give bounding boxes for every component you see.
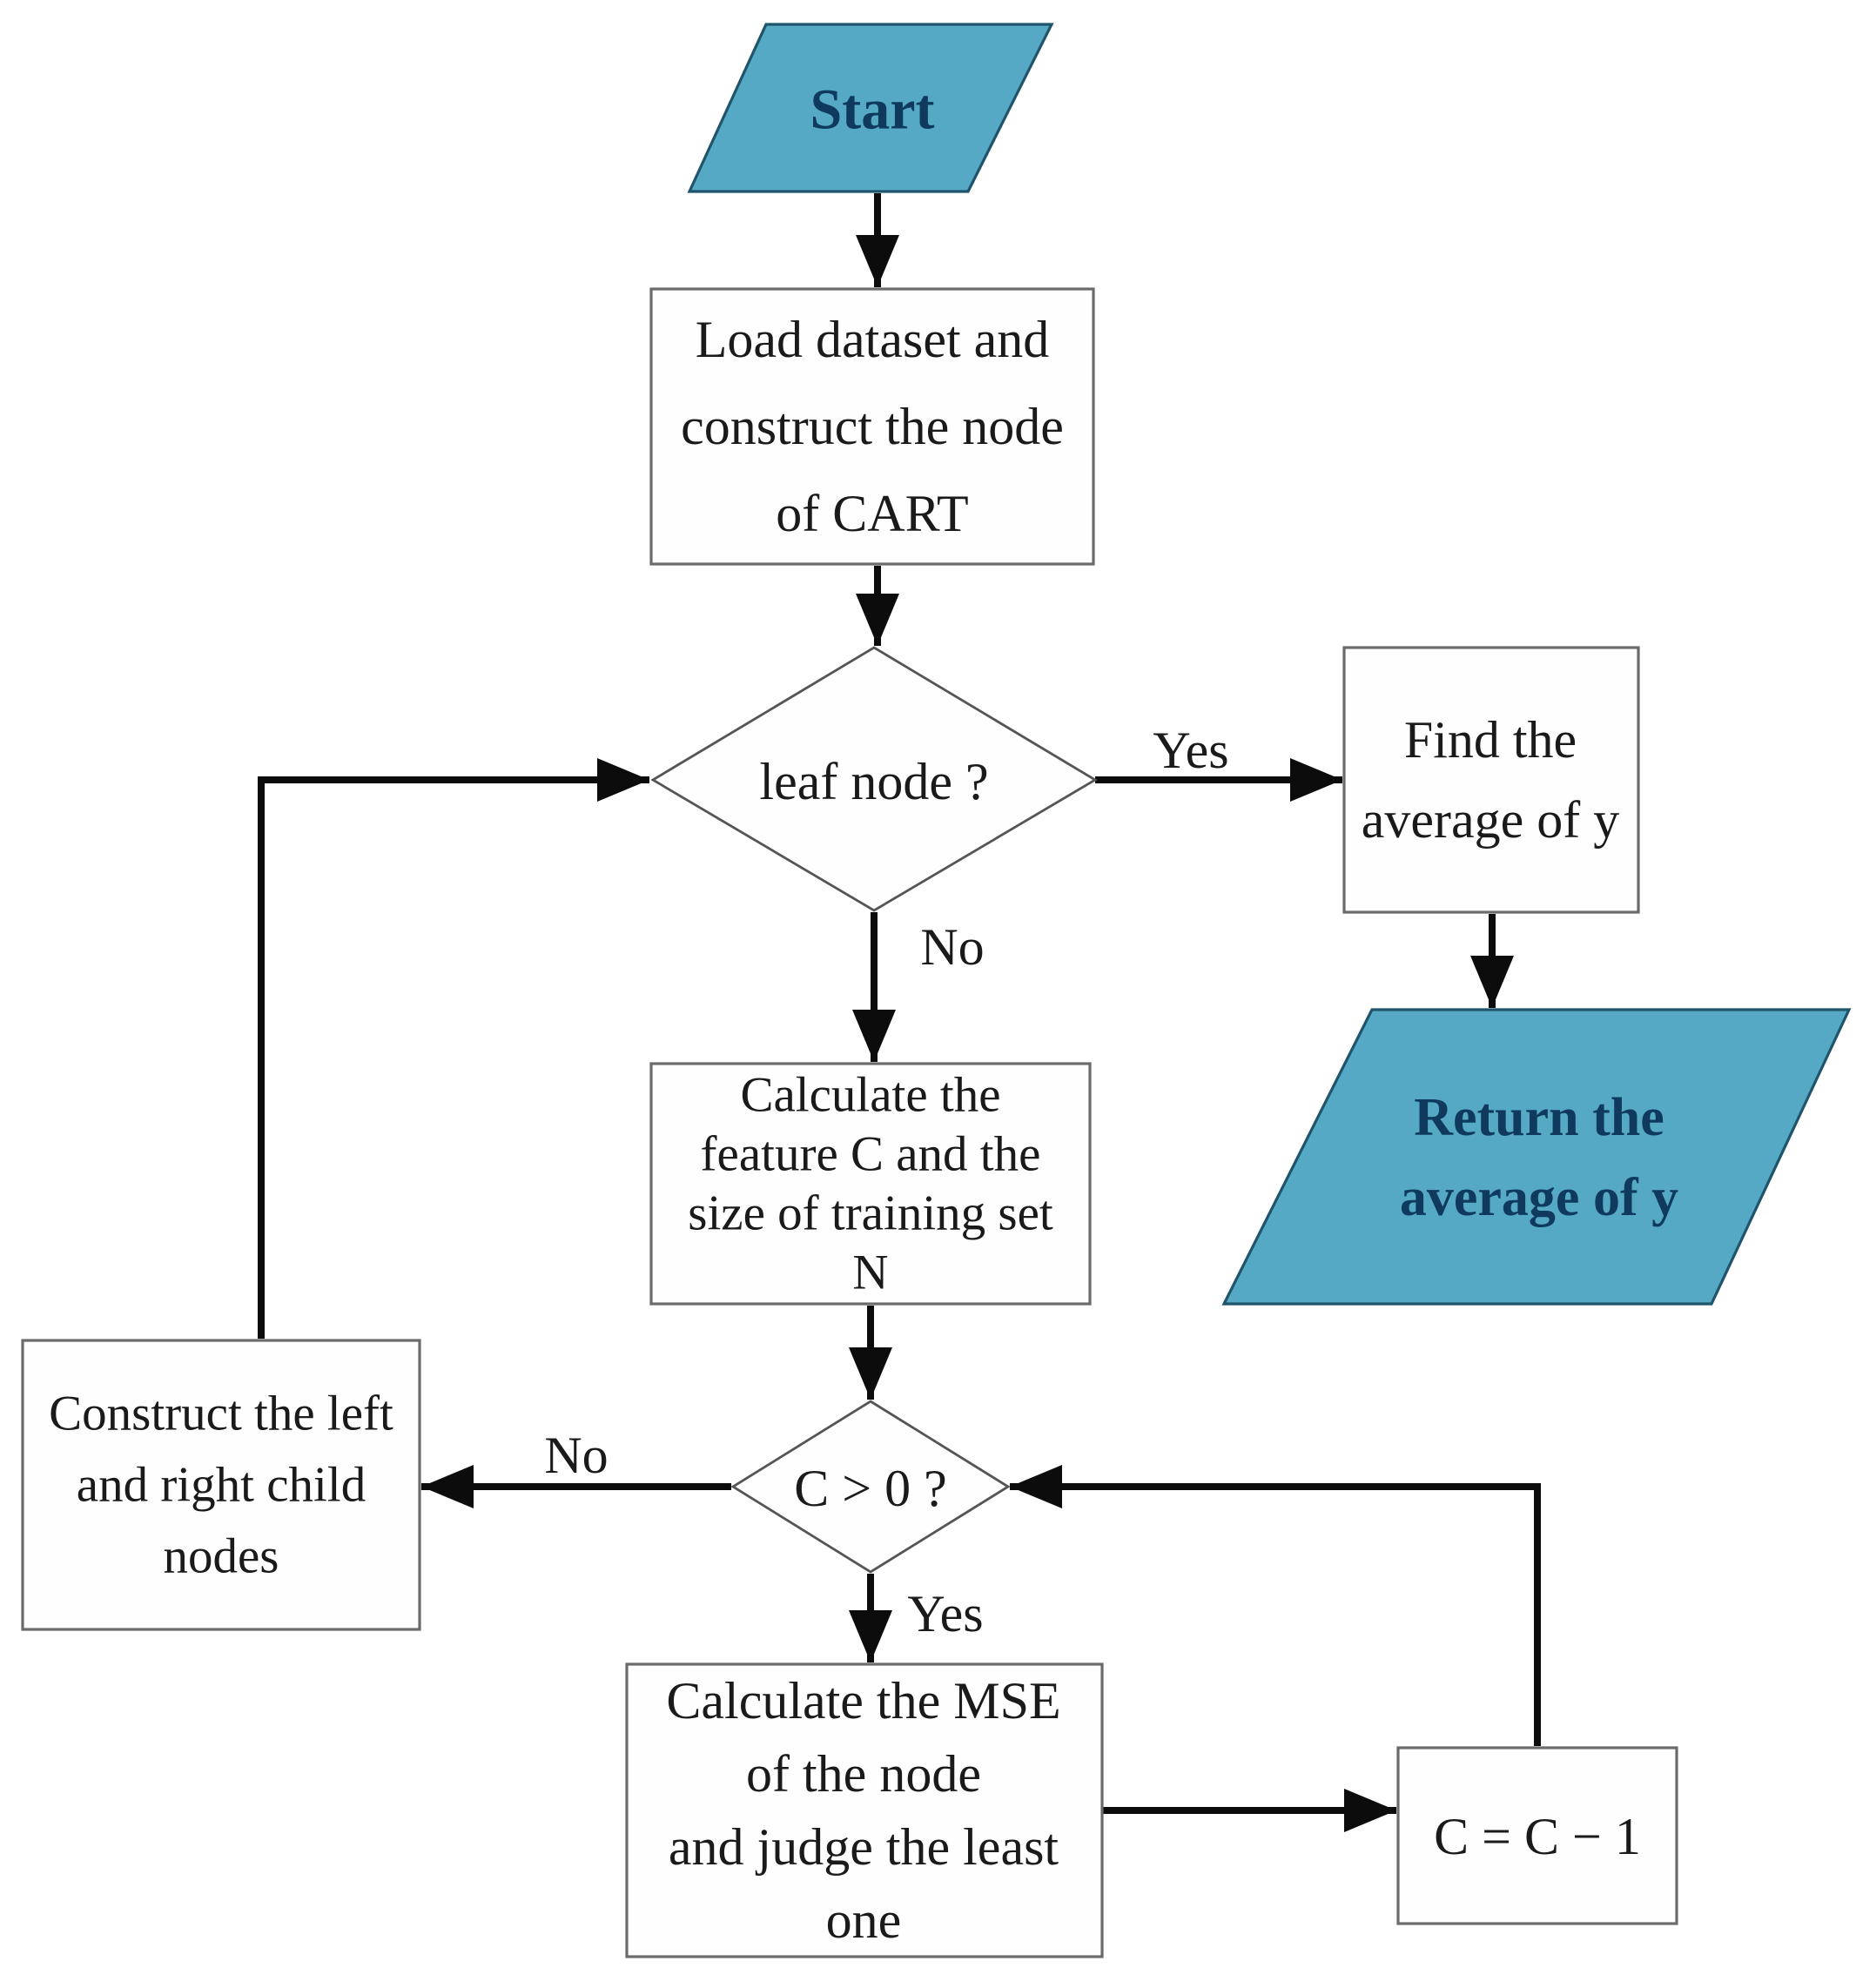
return-average-line-2: average of y	[1400, 1168, 1678, 1227]
load-dataset-box	[649, 287, 1095, 566]
edge-decrement-to-c-decision-loop	[1010, 1465, 1541, 1746]
construct-children-line-3: nodes	[164, 1529, 279, 1584]
edge-label-c-yes: Yes	[907, 1585, 983, 1642]
calc-feature-box	[649, 1062, 1092, 1306]
calc-feature-line-2: feature C and the	[701, 1127, 1041, 1182]
leaf-node-decision	[650, 646, 1098, 912]
nodes: Start Load dataset and construct the nod…	[21, 23, 1852, 1958]
decrement-label: C = C − 1	[1434, 1808, 1641, 1865]
calc-mse-line-2: of the node	[746, 1745, 981, 1803]
decrement-box	[1396, 1746, 1678, 1925]
calc-feature-line-4: N	[852, 1246, 888, 1300]
calc-mse-line-1: Calculate the MSE	[666, 1672, 1060, 1729]
load-dataset-line-2: construct the node	[681, 398, 1064, 455]
return-average-terminal	[1221, 1008, 1852, 1306]
calc-feature-line-3: size of training set	[688, 1186, 1053, 1241]
edge-labels: Yes No No Yes	[544, 722, 1228, 1642]
find-average-line-2: average of y	[1362, 791, 1619, 849]
calc-feature-line-1: Calculate the	[740, 1068, 1000, 1123]
leaf-node-label: leaf node ?	[759, 753, 988, 810]
edge-label-c-no: No	[544, 1427, 608, 1484]
edge-label-leaf-yes: Yes	[1153, 722, 1228, 779]
load-dataset-line-1: Load dataset and	[696, 311, 1050, 368]
calc-mse-box	[625, 1662, 1104, 1958]
construct-children-line-1: Construct the left	[49, 1387, 393, 1441]
construct-children-box	[21, 1339, 421, 1631]
construct-children-line-2: and right child	[77, 1458, 366, 1513]
start-label: Start	[810, 78, 935, 142]
c-greater-zero-label: C > 0 ?	[794, 1460, 947, 1517]
calc-mse-line-4: one	[826, 1891, 902, 1949]
find-average-line-1: Find the	[1404, 711, 1577, 769]
load-dataset-line-3: of CART	[776, 485, 968, 542]
return-average-line-1: Return the	[1414, 1088, 1664, 1147]
calc-mse-line-3: and judge the least	[669, 1818, 1059, 1876]
c-greater-zero-decision	[730, 1400, 1011, 1574]
edge-label-leaf-no: No	[920, 918, 984, 976]
edges	[258, 193, 1541, 1832]
edge-construct-children-to-leaf-decision-loop	[258, 758, 649, 1339]
find-average-box	[1342, 646, 1640, 914]
start-terminal	[687, 23, 1054, 193]
